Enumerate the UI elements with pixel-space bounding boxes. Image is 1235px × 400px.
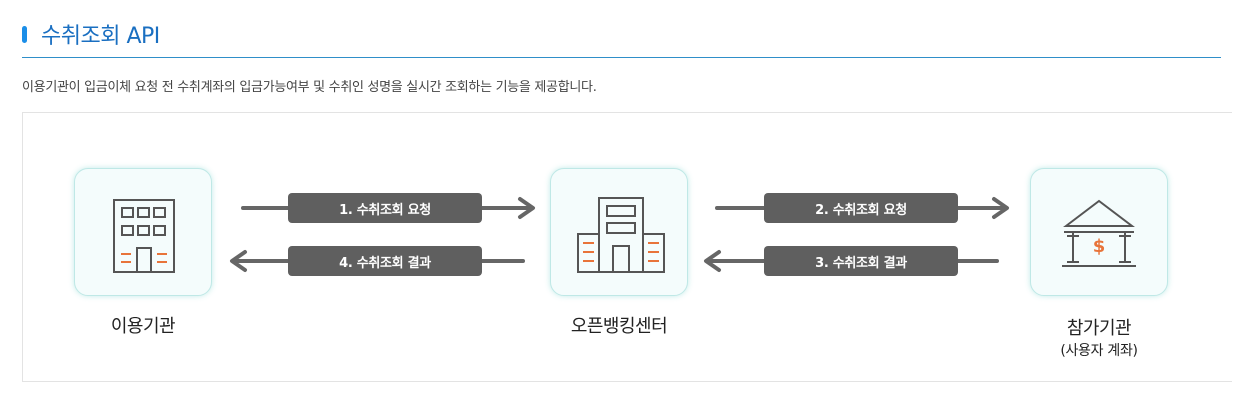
title-divider	[22, 57, 1221, 58]
step-pill-1: 1. 수취조회 요청	[288, 193, 482, 223]
page-description: 이용기관이 입금이체 요청 전 수취계좌의 입금가능여부 및 수취인 성명을 실…	[22, 80, 597, 95]
page-title-text: 수취조회 API	[41, 24, 160, 49]
node-user-org	[74, 168, 212, 296]
node-label-participant: 참가기관	[1066, 318, 1132, 339]
bank-icon: $	[1062, 199, 1136, 267]
step-pill-4: 4. 수취조회 결과	[288, 246, 482, 276]
step-pill-2: 2. 수취조회 요청	[764, 193, 958, 223]
node-label-user-org: 이용기관	[110, 316, 176, 337]
svg-text:$: $	[1093, 236, 1106, 257]
step-pill-3: 3. 수취조회 결과	[764, 246, 958, 276]
node-label-openbanking: 오픈뱅킹센터	[570, 316, 668, 337]
node-sublabel-participant: (사용자 계좌)	[1060, 343, 1138, 359]
office-building-icon	[113, 199, 175, 273]
center-building-icon	[577, 197, 665, 273]
page-title: 수취조회 API	[22, 18, 160, 50]
title-accent-bar	[22, 25, 27, 43]
